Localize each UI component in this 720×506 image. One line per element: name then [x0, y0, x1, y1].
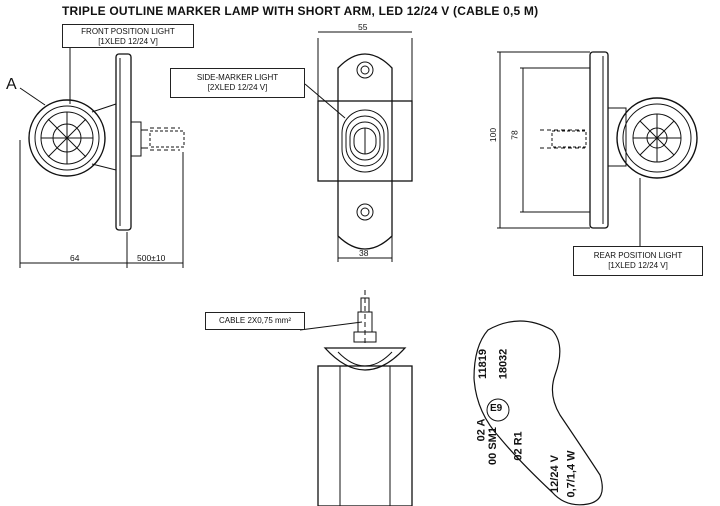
label-a: A — [6, 76, 17, 93]
side-callout-line1: SIDE-MARKER LIGHT — [196, 73, 279, 82]
marking-02a: 02 A — [475, 418, 488, 442]
marking-00sm1: 00 SM1 — [486, 427, 499, 465]
dim-55: 55 — [358, 22, 368, 32]
marking-outline — [473, 320, 603, 506]
side-view — [304, 31, 413, 262]
cable-callout: CABLE 2X0,75 mm² — [205, 312, 305, 330]
marking-02r1: 02 R1 — [512, 431, 525, 461]
dim-38: 38 — [359, 248, 369, 258]
rear-callout-line2: [1XLED 12/24 V] — [608, 261, 668, 270]
front-callout-line2: [1XLED 12/24 V] — [98, 37, 158, 46]
dim-100: 100 — [488, 127, 499, 143]
dim-500: 500±10 — [137, 253, 166, 263]
front-view — [19, 48, 185, 268]
dim-64: 64 — [70, 253, 80, 263]
rear-position-callout: REAR POSITION LIGHT [1XLED 12/24 V] — [573, 246, 703, 276]
front-position-callout: FRONT POSITION LIGHT [1XLED 12/24 V] — [62, 24, 194, 48]
rear-view — [497, 51, 698, 246]
bottom-view — [299, 290, 413, 506]
cable-callout-line1: CABLE 2X0,75 mm² — [218, 316, 292, 325]
marking-volt: 12/24 V — [548, 455, 561, 493]
marking-e-mark: E9 — [490, 403, 503, 414]
side-callout-line2: [2XLED 12/24 V] — [207, 83, 268, 92]
marking-11819: 11819 — [476, 349, 489, 379]
dim-78: 78 — [509, 130, 520, 140]
side-marker-callout: SIDE-MARKER LIGHT [2XLED 12/24 V] — [170, 68, 305, 98]
front-callout-line1: FRONT POSITION LIGHT — [81, 27, 175, 36]
rear-callout-line1: REAR POSITION LIGHT — [593, 251, 683, 260]
marking-watt: 0,7/1,4 W — [565, 450, 578, 498]
marking-18032: 18032 — [497, 348, 510, 380]
drawing-title: TRIPLE OUTLINE MARKER LAMP WITH SHORT AR… — [62, 4, 539, 18]
